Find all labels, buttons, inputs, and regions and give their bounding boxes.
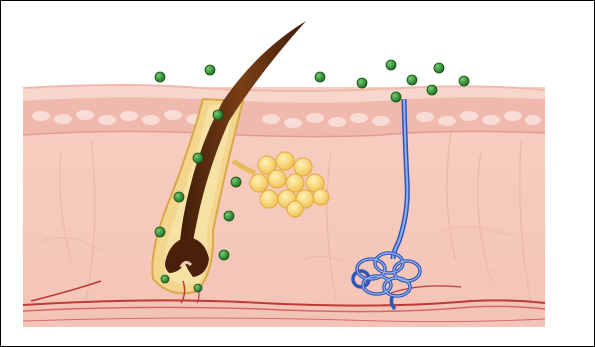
epidermis — [23, 84, 545, 137]
